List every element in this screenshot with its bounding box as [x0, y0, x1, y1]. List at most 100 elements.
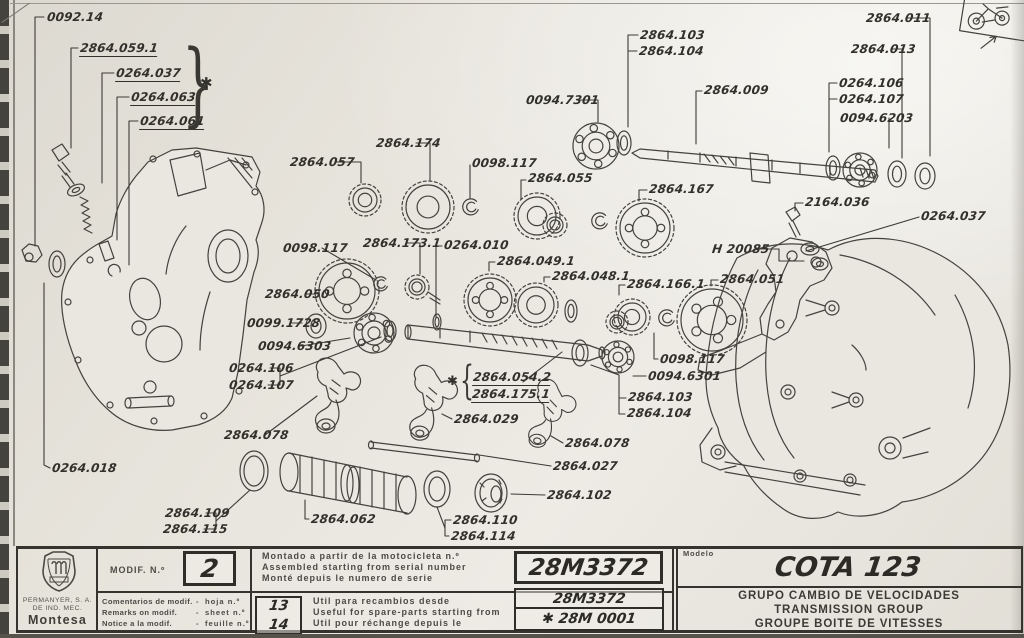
- part-number-label: 2864.011: [865, 11, 932, 25]
- leader-line: [116, 96, 130, 241]
- part-number-label: 0098.117: [471, 156, 538, 170]
- leader-line: [891, 48, 903, 159]
- gear-part: [463, 273, 517, 327]
- comments-dash3: -: [196, 619, 199, 628]
- part-number-label: 0264.037: [920, 209, 987, 223]
- logo-company-line2: DE IND. MEC.: [32, 605, 83, 612]
- sheet-number-1: 13: [267, 598, 290, 614]
- left-crankcase-drawing: [61, 147, 265, 431]
- leader-line: [638, 189, 648, 202]
- washer-part: [914, 162, 936, 190]
- part-number-label: 2864.009: [703, 83, 770, 97]
- group-brace: }: [182, 30, 215, 137]
- leader-line: [435, 245, 443, 319]
- part-number-label: 2864.175.1: [471, 387, 551, 403]
- part-number-label: 0098.117: [282, 241, 349, 255]
- leader-line: [128, 120, 139, 266]
- leader-line: [267, 336, 382, 386]
- part-number-label: 2864.062: [310, 512, 377, 526]
- part-number-label: 0264.010: [443, 238, 510, 252]
- asterisk-marker: ✱: [200, 74, 213, 92]
- leader-line: [43, 282, 51, 469]
- gear-part: [513, 192, 561, 240]
- part-number-label: 2164.036: [804, 195, 871, 209]
- sheet-number-box: 13 14: [255, 596, 302, 635]
- spares-line-en: Useful for spare-parts starting from: [313, 607, 501, 617]
- part-number-label: 2864.013: [850, 42, 917, 56]
- assembled-line-en: Assembled starting from serial number: [262, 562, 467, 572]
- leader-line: [550, 435, 564, 444]
- part-number-label: 0092.14: [46, 10, 104, 24]
- corner-stamp: [958, 0, 1024, 49]
- leader-lines: [34, 16, 931, 537]
- bearing-part: [572, 122, 620, 170]
- leader-line: [444, 519, 452, 529]
- part-number-label: 0094.6303: [257, 339, 333, 353]
- gearshift-drum-drawing: [279, 452, 417, 515]
- part-number-label: 2864.051: [719, 272, 786, 286]
- leader-line: [101, 72, 115, 184]
- part-number-label: H 20085: [711, 242, 771, 256]
- logo-company-line1: PERMANYER, S. A.: [22, 597, 93, 604]
- circlip-part: [462, 198, 479, 216]
- part-number-label: 0264.107: [228, 378, 295, 392]
- leader-line: [755, 248, 805, 262]
- bearing-part: [842, 152, 878, 188]
- circlip-part: [591, 212, 608, 230]
- part-number-label: 0094.6301: [647, 369, 723, 383]
- part-number-label: 0098.117: [659, 352, 726, 366]
- sheet-label-en: sheet n.º: [205, 608, 246, 617]
- shift-rod-drawing: [367, 440, 481, 463]
- part-number-label: 0094.6203: [839, 111, 915, 125]
- washer-part: [305, 313, 327, 339]
- leader-line: [710, 279, 719, 287]
- part-number-label: 2864.029: [453, 412, 520, 426]
- part-number-label: 2864.173.1: [362, 236, 442, 250]
- part-number-label: 2864.104: [626, 406, 693, 420]
- part-number-label: 2864.103: [627, 390, 694, 404]
- washer-part: [383, 320, 397, 342]
- seal-ring-drawing: [423, 470, 451, 508]
- leader-line: [34, 16, 45, 247]
- leader-line: [510, 493, 546, 496]
- washer-part: [432, 313, 442, 331]
- group-brace: {: [460, 358, 474, 404]
- gear-part: [513, 282, 559, 328]
- part-number-label: 2864.114: [450, 529, 517, 543]
- part-number-label: 2864.104: [638, 44, 705, 58]
- motorcycle-icon: [967, 3, 1010, 30]
- leader-line: [520, 179, 527, 200]
- leader-line: [264, 395, 318, 436]
- leader-line: [335, 161, 362, 184]
- part-number-label: 2864.048.1: [551, 269, 631, 283]
- sheet-label-fr: feuille n.º: [205, 619, 250, 628]
- part-number-label: 2864.174: [375, 136, 442, 150]
- gear-part: [401, 180, 455, 234]
- comments-fr: Notice a la modif.: [102, 619, 173, 628]
- leader-line: [653, 332, 659, 360]
- stamp-box: [958, 0, 1024, 42]
- spares-serial-from-box: ✱ 28M 0001: [514, 607, 664, 631]
- washer-part: [616, 130, 632, 156]
- assembled-line-es: Montado a partir de la motocicleta n.º: [262, 551, 460, 561]
- montesa-crest-icon: [42, 551, 76, 592]
- part-number-label: 2864.059.1: [79, 41, 159, 57]
- leader-line: [441, 413, 453, 420]
- washer-part: [825, 155, 841, 181]
- bearing-part: [353, 312, 395, 354]
- gear-part: [605, 310, 629, 334]
- binder-edge: [0, 0, 9, 638]
- leader-line: [828, 82, 838, 153]
- comments-dash2: -: [196, 608, 199, 617]
- group-title-en: TRANSMISSION GROUP: [774, 604, 924, 616]
- gear-part: [542, 212, 568, 238]
- part-number-label: 0264.018: [51, 461, 118, 475]
- exploded-diagram: [21, 0, 1024, 537]
- bearing-part: [601, 340, 635, 374]
- leader-line: [618, 284, 626, 296]
- leader-line: [618, 397, 626, 415]
- circlip-part: [658, 309, 675, 327]
- part-number-label: 2864.027: [552, 459, 619, 473]
- pawl-drawing: [427, 291, 441, 305]
